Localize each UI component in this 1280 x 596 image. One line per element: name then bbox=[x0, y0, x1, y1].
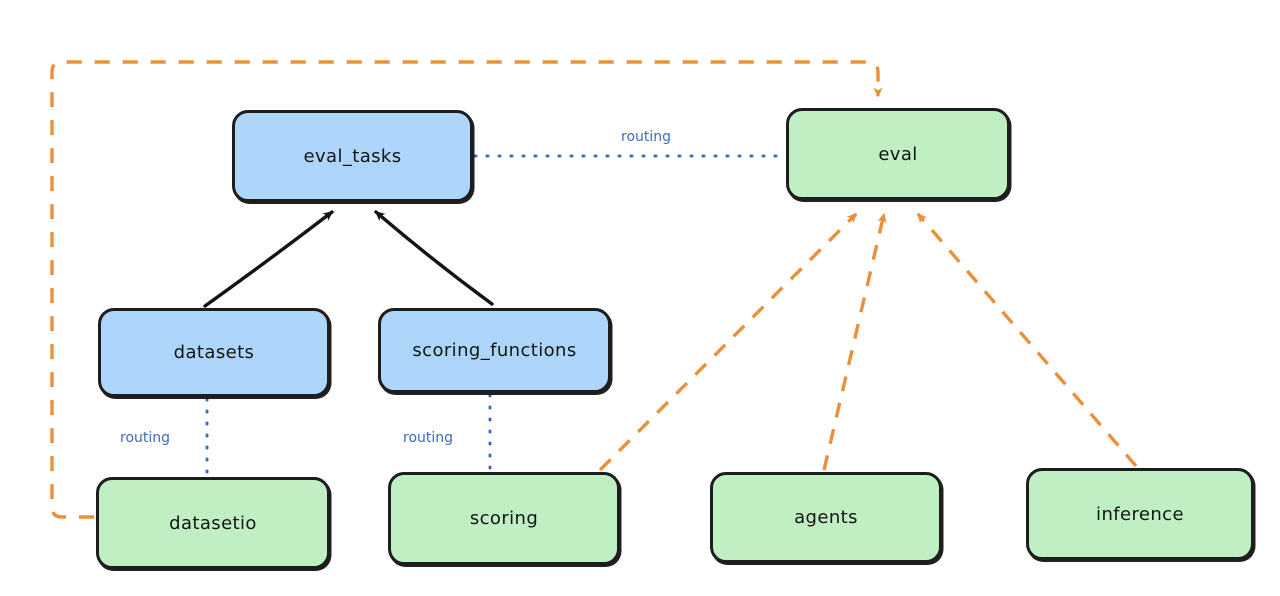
edge-label-routing-datasets-datasetio: routing bbox=[117, 430, 174, 446]
node-eval[interactable]: eval bbox=[786, 108, 1010, 200]
node-datasets[interactable]: datasets bbox=[98, 308, 330, 397]
node-label-scoring: scoring bbox=[469, 508, 539, 529]
edge-label-routing-eval-tasks-eval: routing bbox=[618, 129, 675, 145]
edge-datasetio-to-eval bbox=[50, 60, 883, 519]
node-label-datasets: datasets bbox=[173, 342, 255, 363]
edge-label-routing-scoring-functions-scoring: routing bbox=[400, 430, 457, 446]
edge-scoring-to-eval bbox=[598, 212, 858, 472]
node-label-eval: eval bbox=[878, 143, 918, 165]
node-scoring-functions[interactable]: scoring_functions bbox=[378, 308, 611, 393]
edge-agents-to-eval bbox=[822, 212, 887, 471]
node-eval-tasks[interactable]: eval_tasks bbox=[232, 110, 473, 202]
node-inference[interactable]: inference bbox=[1026, 468, 1254, 560]
node-label-inference: inference bbox=[1096, 503, 1184, 525]
node-label-eval-tasks: eval_tasks bbox=[303, 145, 402, 167]
node-scoring[interactable]: scoring bbox=[388, 472, 620, 565]
edge-inference-to-eval bbox=[916, 212, 1138, 468]
node-datasetio[interactable]: datasetio bbox=[96, 477, 330, 569]
node-label-agents: agents bbox=[794, 507, 858, 528]
node-label-datasetio: datasetio bbox=[169, 512, 257, 534]
node-agents[interactable]: agents bbox=[710, 472, 942, 563]
edge-scoring-functions-to-eval-tasks bbox=[374, 210, 494, 306]
node-label-scoring-functions: scoring_functions bbox=[412, 340, 577, 361]
edge-datasets-to-eval-tasks bbox=[203, 210, 334, 308]
